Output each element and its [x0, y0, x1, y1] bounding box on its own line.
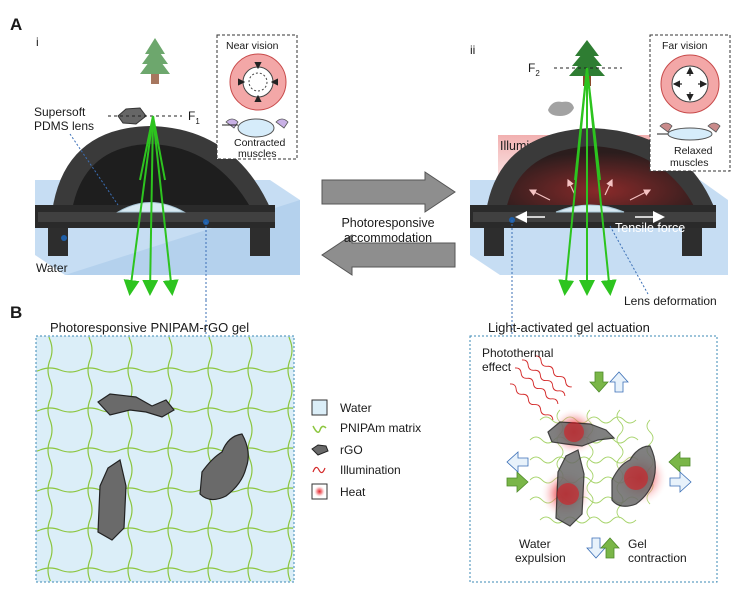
- illumination-waves: [509, 355, 572, 421]
- panel-a-label: A: [10, 15, 22, 34]
- water-square-icon: [311, 399, 328, 416]
- panel-b-right-title: Light-activated gel actuation: [488, 320, 650, 335]
- near-vision-title: Near vision: [226, 40, 279, 52]
- lens-contracted-icon: [222, 118, 289, 138]
- water-label-a: Water: [36, 261, 68, 275]
- water-expulsion-label-1: Water: [519, 537, 551, 551]
- lens-relaxed-icon: [657, 122, 721, 141]
- photothermal-label: Photothermal: [482, 346, 553, 360]
- panel-b-label: B: [10, 303, 22, 322]
- rgo-flake-2: [97, 459, 127, 541]
- legend-heat: Heat: [340, 485, 366, 499]
- right-device: Illumination F2 T: [470, 40, 728, 334]
- muscles-label-left: muscles: [238, 148, 277, 160]
- gel-actuation-box: Photothermal effect Water expulsion Gel …: [469, 335, 718, 583]
- relaxed-label: Relaxed: [674, 145, 713, 157]
- gel-contraction-label-1: Gel: [628, 537, 647, 551]
- gel-contraction-label-2: contraction: [628, 551, 687, 565]
- legend-illumination: Illumination: [340, 463, 401, 477]
- legend-water: Water: [340, 401, 372, 415]
- rgo-flake-1: [97, 393, 175, 418]
- panel-b-left-title: Photoresponsive PNIPAM-rGO gel: [50, 320, 249, 335]
- gel-network-box: [35, 335, 295, 583]
- left-device: F1 Supersoft PDMS lens Water: [34, 38, 300, 334]
- legend: Water PNIPAm matrix rGO Illumination Hea…: [311, 399, 421, 500]
- blurred-tree-icon: [140, 38, 170, 84]
- legend-pnipam: PNIPAm matrix: [340, 421, 421, 435]
- panel-a-i-label: i: [36, 35, 39, 49]
- rgo-flake-3: [199, 433, 249, 501]
- near-vision-inset: Near vision Contracted muscles: [216, 34, 298, 160]
- light-beams-right: [558, 67, 617, 296]
- accommodation-arrows: Photoresponsive accommodation: [321, 171, 456, 276]
- focus-f2: F2: [528, 61, 540, 78]
- far-vision-title: Far vision: [662, 40, 708, 52]
- focus-f1: F1: [188, 109, 200, 126]
- contracted-label: Contracted: [234, 137, 286, 149]
- far-vision-inset: Far vision Relaxed muscles: [649, 34, 731, 172]
- photothermal-effect-label: effect: [482, 360, 512, 374]
- muscles-label-right: muscles: [670, 157, 709, 169]
- legend-rgo: rGO: [340, 443, 363, 457]
- heat-icon: [313, 485, 326, 498]
- accommodation-line1: Photoresponsive: [341, 216, 434, 230]
- pdms-lens-label: PDMS lens: [34, 119, 94, 133]
- panel-a-ii-label: ii: [470, 43, 475, 57]
- accommodation-line2: accommodation: [344, 231, 432, 245]
- lens-deformation-label: Lens deformation: [624, 294, 717, 308]
- supersoft-label: Supersoft: [34, 105, 86, 119]
- light-beams-left: [123, 115, 179, 296]
- gel-contraction-arrows: [506, 371, 692, 559]
- eye-ciliary-relaxed-icon: [660, 54, 720, 114]
- water-expulsion-label-2: expulsion: [515, 551, 566, 565]
- rgo-flake-icon: [311, 444, 329, 456]
- pnipam-icon: [312, 425, 327, 433]
- illumination-wave-icon: [312, 466, 326, 474]
- eye-ciliary-contracted-icon: [229, 53, 287, 111]
- tensile-force-label: Tensile force: [615, 221, 685, 235]
